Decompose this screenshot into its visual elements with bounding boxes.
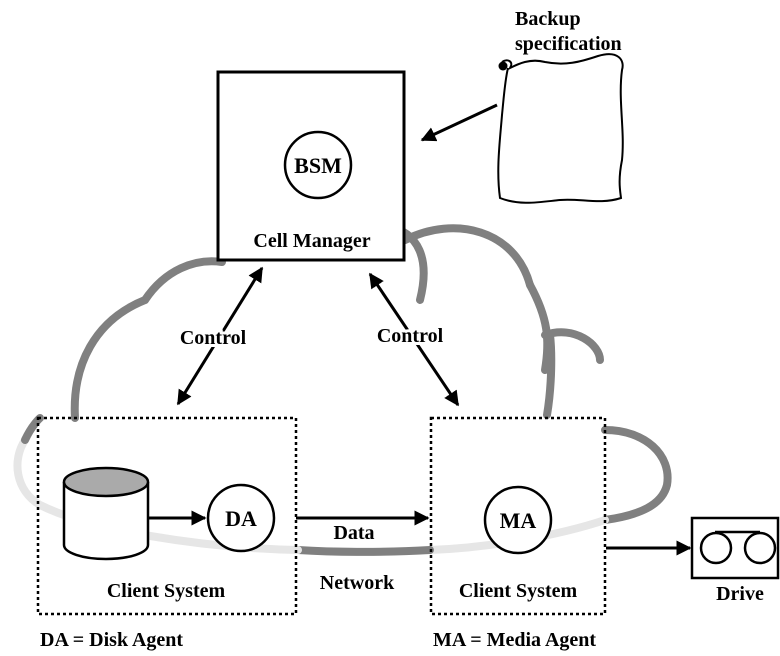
legend-ma: MA = Media Agent <box>433 629 596 651</box>
da-label: DA <box>225 506 257 531</box>
network-label: Network <box>320 572 395 594</box>
bsm-circle <box>283 130 353 200</box>
client-system-left-box <box>36 416 298 616</box>
control-arrow-right <box>368 272 460 407</box>
drive-reel-left <box>699 531 733 565</box>
drive-label: Drive <box>716 583 764 605</box>
cell-manager-label: Cell Manager <box>253 230 370 252</box>
backup-spec-title-line2: specification <box>515 33 622 55</box>
ma-circle <box>483 485 553 555</box>
control-arrow-left <box>176 266 264 406</box>
control-label-right: Control <box>377 325 444 347</box>
drive-reel-right <box>743 531 777 565</box>
disk-icon <box>62 466 150 561</box>
client-system-right-label: Client System <box>459 580 578 602</box>
control-label-left: Control <box>180 327 247 349</box>
backup-spec-title-line1: Backup <box>515 8 581 30</box>
spec-to-cell-manager-arrow <box>420 103 498 142</box>
client-system-right-box <box>429 416 607 616</box>
backup-specification-scroll <box>497 53 624 204</box>
da-circle <box>206 483 276 553</box>
legend-da: DA = Disk Agent <box>40 629 183 651</box>
client-system-left-label: Client System <box>107 580 226 602</box>
ma-label: MA <box>500 508 537 533</box>
data-label: Data <box>333 522 374 544</box>
bsm-label: BSM <box>294 153 342 178</box>
